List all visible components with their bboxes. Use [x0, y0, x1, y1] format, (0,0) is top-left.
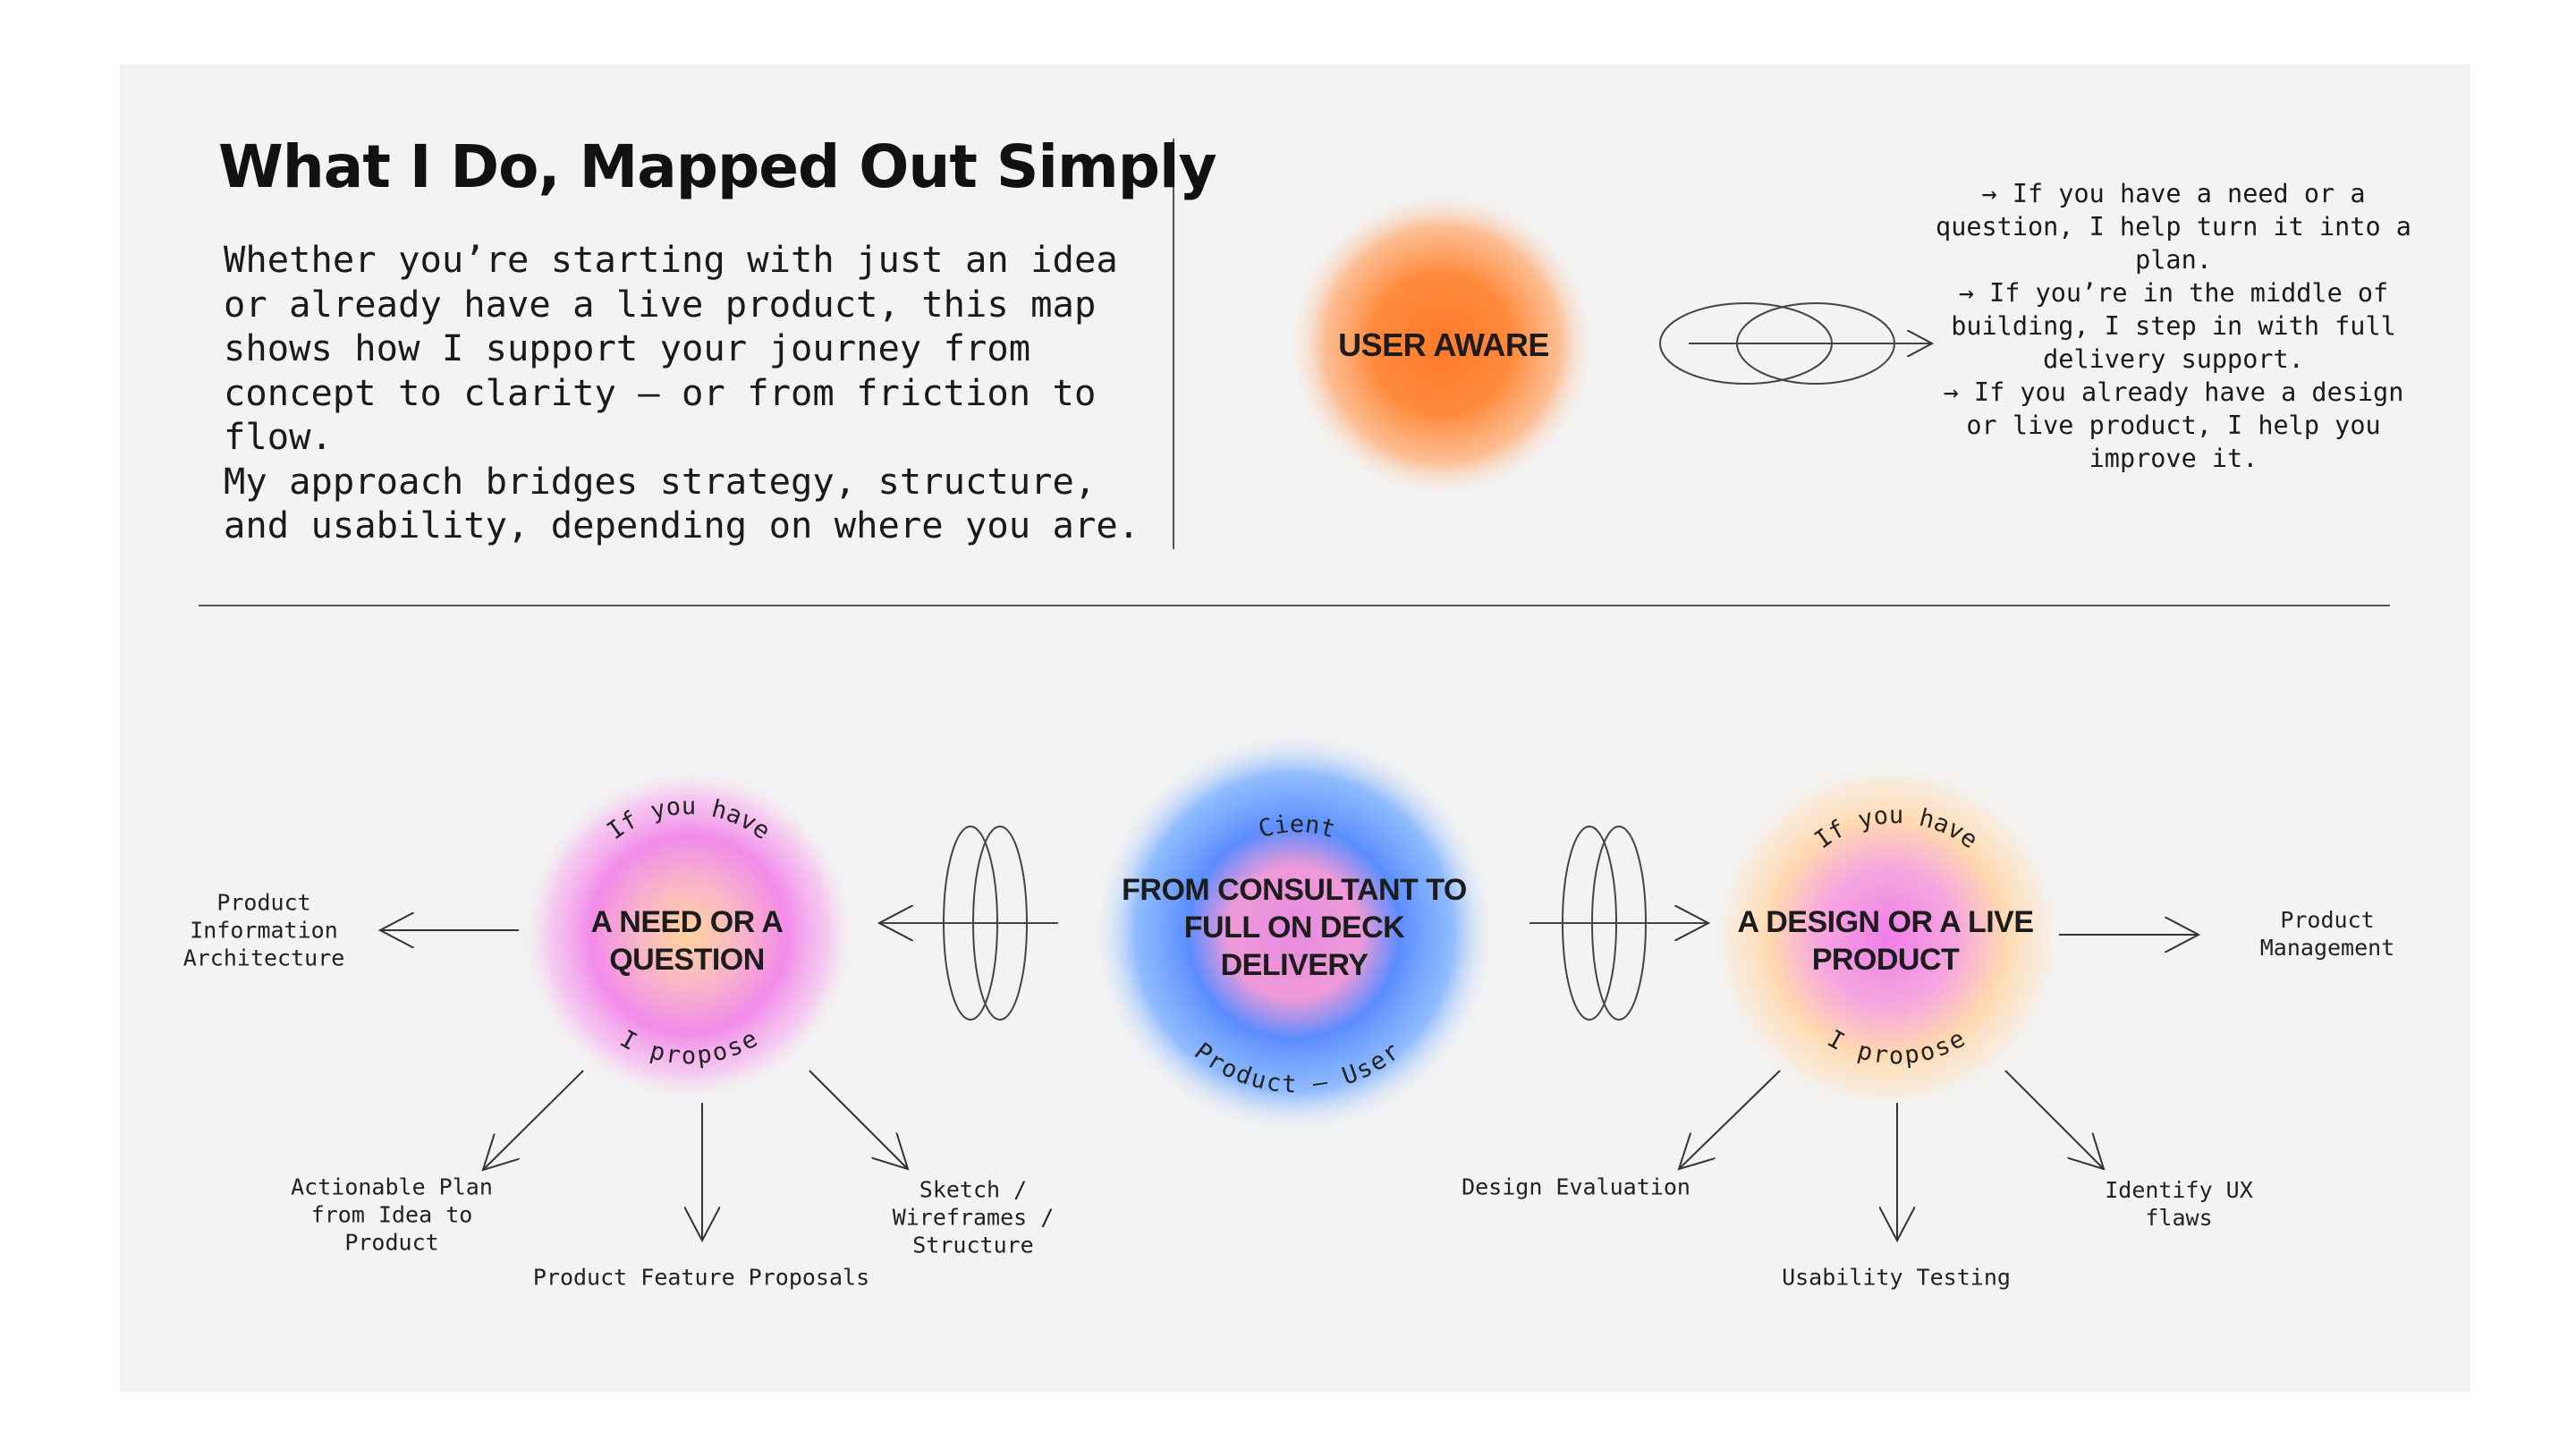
arrow-to-sketch: [809, 1070, 908, 1169]
arrow-to-design-evaluation: [1679, 1070, 1781, 1169]
right-hub-label: A DESIGN OR A LIVE PRODUCT: [1737, 903, 2034, 979]
left-hub-line-2: QUESTION: [609, 943, 765, 977]
note-building: → If you’re in the middle of building, I…: [1951, 278, 2396, 374]
center-hub-line-1: FROM CONSULTANT TO: [1122, 873, 1467, 907]
user-aware-label: USER AWARE: [1338, 326, 1549, 363]
output-actionable-plan: Actionable Plan from Idea to Product: [291, 1174, 493, 1257]
output-usability-testing: Usability Testing: [1782, 1264, 2011, 1291]
output-pm-line-1: Product: [2280, 907, 2375, 933]
output-flaws-line-1: Identify UX: [2105, 1177, 2253, 1203]
output-sketch: Sketch / Wireframes / Structure: [893, 1176, 1055, 1259]
output-ia-line-1: Product: [216, 889, 311, 916]
right-hub-line-1: A DESIGN OR A LIVE: [1737, 905, 2034, 939]
output-sketch-line-1: Sketch /: [919, 1176, 1028, 1203]
output-design-evaluation: Design Evaluation: [1462, 1174, 1690, 1200]
arrow-to-identify-ux-flaws: [2004, 1070, 2104, 1169]
note-need: → If you have a need or a question, I he…: [1936, 179, 2411, 275]
output-feature-proposals: Product Feature Proposals: [532, 1264, 870, 1291]
venn-arrow-icon: [1659, 302, 1932, 385]
user-aware-blob: [1285, 188, 1598, 501]
output-pm-line-2: Management: [2259, 935, 2395, 961]
output-product-management: Product Management: [2260, 906, 2395, 962]
right-hub-blob: [1708, 758, 2066, 1116]
center-hub-line-3: DELIVERY: [1220, 948, 1368, 982]
output-plan-line-2: from Idea to: [310, 1201, 473, 1228]
output-flaws-line-2: flaws: [2145, 1205, 2213, 1231]
left-hub-blob: [519, 765, 859, 1105]
intro-paragraph-1: Whether you’re starting with just an ide…: [224, 238, 1118, 458]
left-hub-line-1: A NEED OR A: [590, 905, 784, 939]
page-title: What I Do, Mapped Out Simply: [218, 132, 1217, 201]
left-hub-label: A NEED OR A QUESTION: [591, 903, 784, 979]
center-hub-blob: [1090, 729, 1498, 1137]
output-sketch-line-3: Structure: [912, 1232, 1034, 1258]
intro-paragraph-2: My approach bridges strategy, structure,…: [224, 459, 1140, 547]
output-ia-line-2: Information: [190, 917, 338, 944]
arrow-to-actionable-plan: [483, 1070, 584, 1170]
intro-text: Whether you’re starting with just an ide…: [224, 238, 1154, 548]
output-identify-ux-flaws: Identify UX flaws: [2105, 1176, 2253, 1232]
output-sketch-line-2: Wireframes /: [892, 1204, 1055, 1231]
output-information-architecture: Product Information Architecture: [183, 889, 345, 972]
right-connector-icon: [1530, 826, 1708, 1021]
output-plan-line-3: Product: [344, 1229, 439, 1256]
right-hub-line-2: PRODUCT: [1811, 943, 1960, 977]
center-hub-line-2: FULL ON DECK: [1183, 911, 1405, 945]
user-aware-notes: → If you have a need or a question, I he…: [1932, 177, 2415, 475]
center-hub-label: FROM CONSULTANT TO FULL ON DECK DELIVERY: [1122, 871, 1467, 984]
output-plan-line-1: Actionable Plan: [291, 1174, 493, 1200]
output-ia-line-3: Architecture: [182, 945, 345, 971]
left-connector-icon: [879, 826, 1058, 1021]
note-improve: → If you already have a design or live p…: [1943, 377, 2404, 473]
